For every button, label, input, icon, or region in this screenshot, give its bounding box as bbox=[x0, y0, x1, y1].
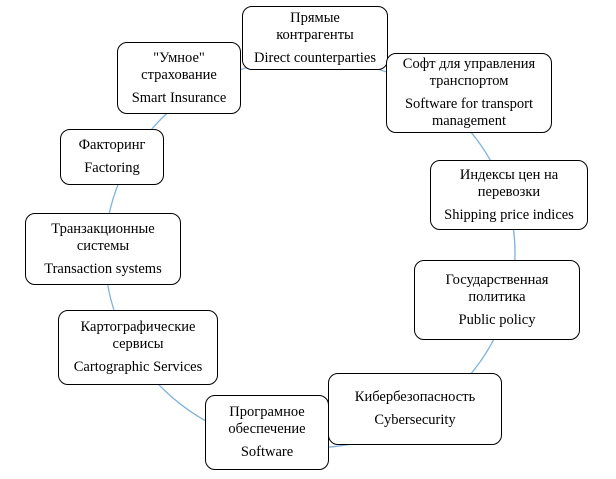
node-factoring: Факторинг Factoring bbox=[60, 129, 164, 185]
node-label-en: Cartographic Services bbox=[73, 359, 203, 375]
node-label-ru: Факторинг bbox=[78, 137, 146, 153]
node-label-en: Smart Insurance bbox=[131, 89, 227, 106]
node-label-en: Cybersecurity bbox=[374, 412, 456, 428]
node-label-en: Transaction systems bbox=[44, 260, 162, 277]
node-label-en: Factoring bbox=[84, 160, 140, 176]
node-label-en: Public policy bbox=[458, 311, 536, 328]
node-label-ru: Кибербезопасность bbox=[354, 389, 476, 405]
node-label-en: Shipping price indices bbox=[444, 206, 574, 223]
node-smart-insurance: "Умное"страхование Smart Insurance bbox=[117, 42, 241, 114]
node-label-en: Software bbox=[240, 444, 294, 460]
node-label-en: Direct counterparties bbox=[254, 49, 376, 66]
node-cybersecurity: Кибербезопасность Cybersecurity bbox=[328, 373, 502, 445]
node-label-ru: "Умное"страхование bbox=[141, 49, 217, 83]
